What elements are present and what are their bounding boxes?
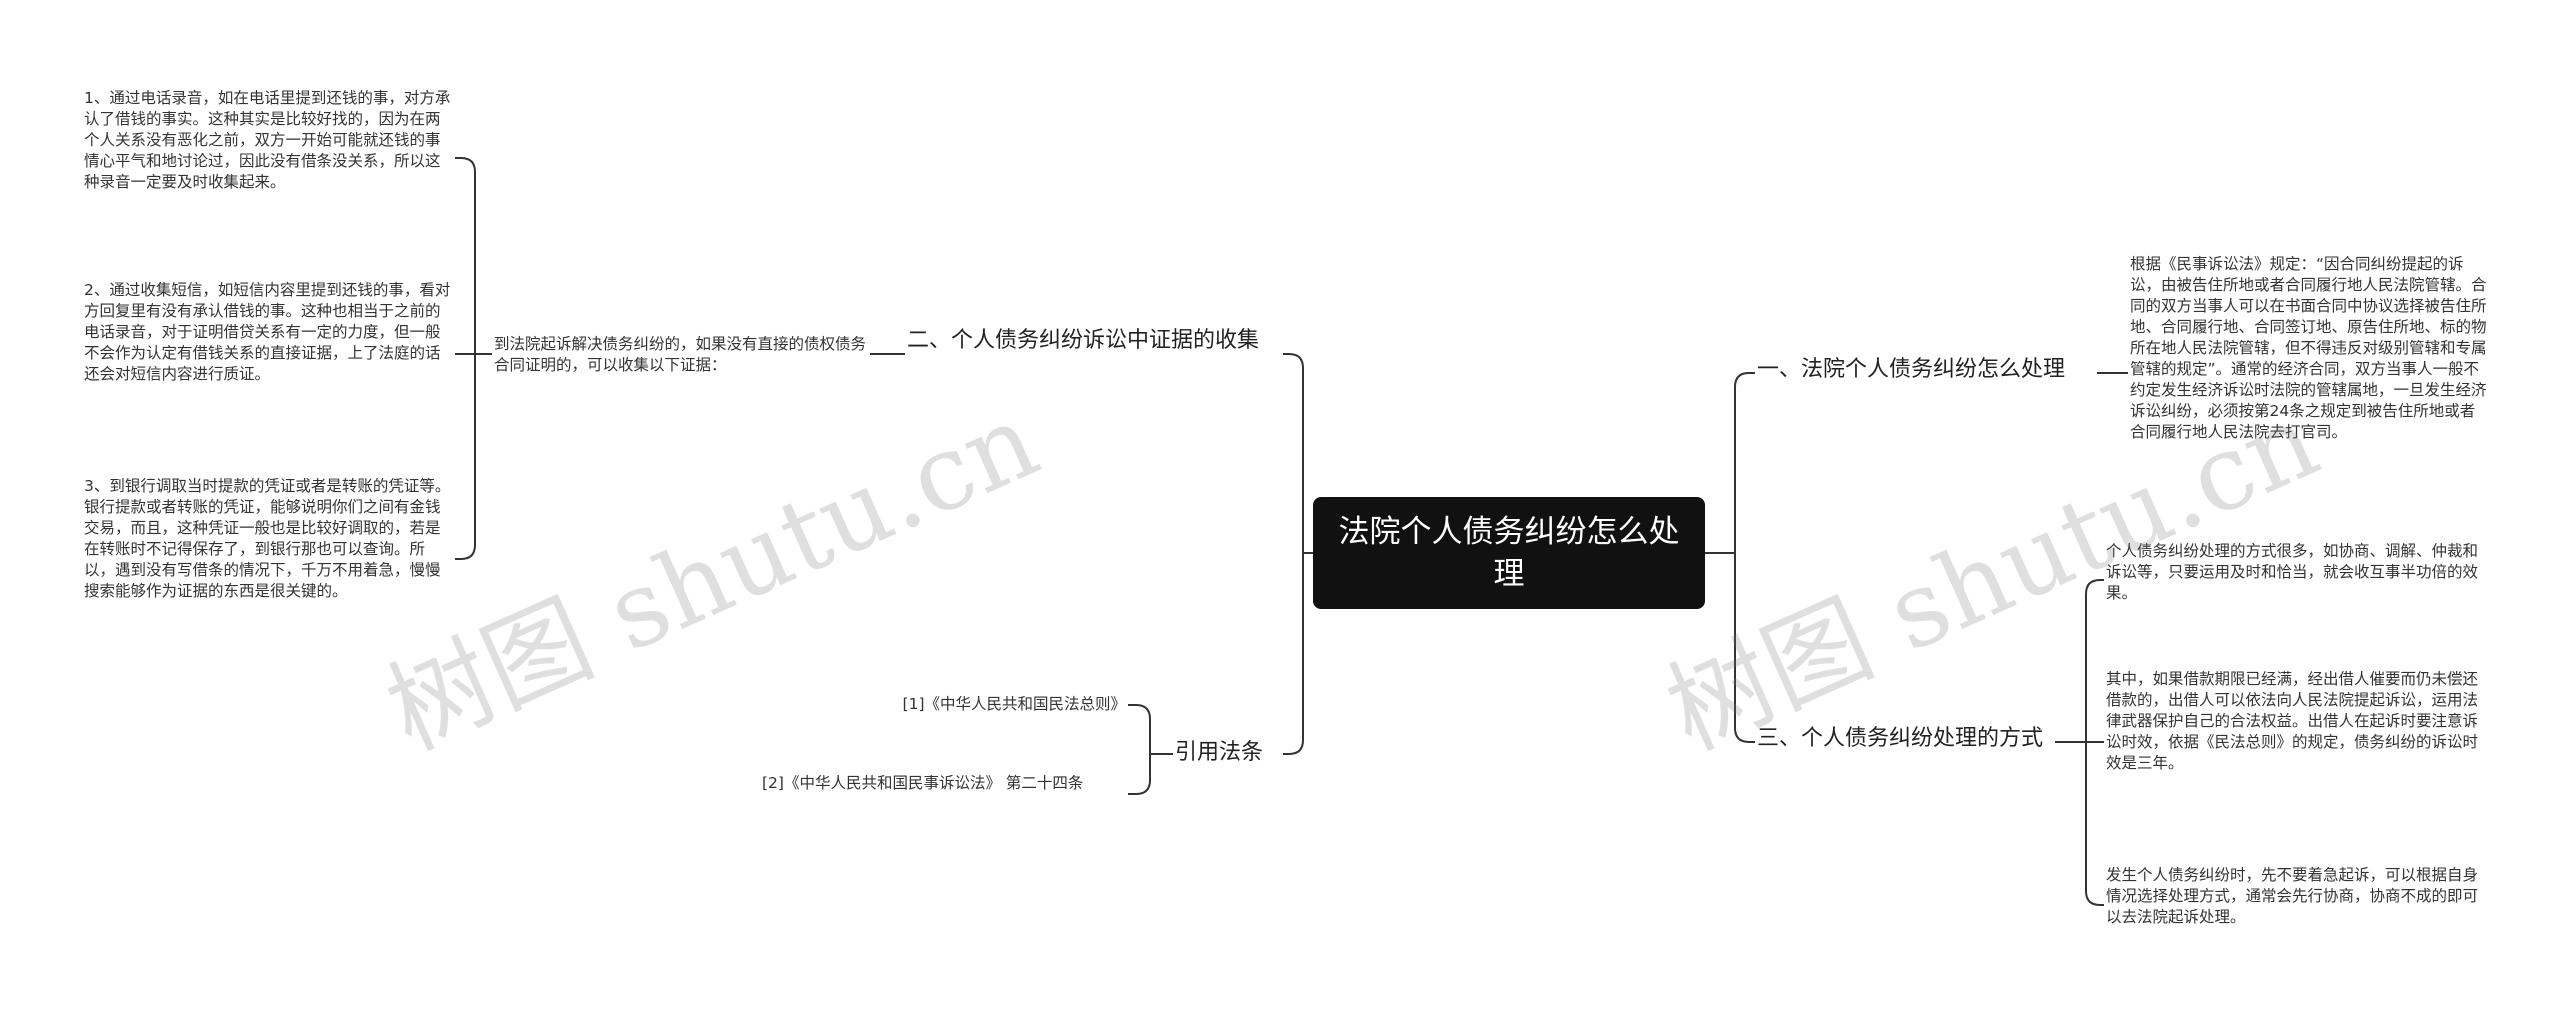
branch-evidence-collection[interactable]: 二、个人债务纠纷诉讼中证据的收集 (907, 326, 1283, 356)
leaf-ways-2-label: 其中，如果借款期限已经满，经出借人催要而仍未偿还借款的，出借人可以依法向人民法院… (2106, 670, 2479, 772)
leaf-evidence-item-3[interactable]: 3、到银行调取当时提款的凭证或者是转账的凭证等。银行提款或者转账的凭证，能够说明… (84, 476, 454, 602)
connector-left-law (1283, 553, 1304, 755)
connector-law-item1 (1128, 704, 1151, 754)
connector-ways-item3 (2085, 742, 2104, 906)
connector-ways-item1 (2085, 579, 2104, 742)
leaf-ways-3-label: 发生个人债务纠纷时，先不要着急起诉，可以根据自身情况选择处理方式，通常会先行协商… (2106, 866, 2479, 926)
connector-law-item2 (1128, 754, 1151, 795)
leaf-law-1[interactable]: [1]《中华人民共和国民法总则》 (760, 694, 1126, 715)
leaf-ways-3[interactable]: 发生个人债务纠纷时，先不要着急起诉，可以根据自身情况选择处理方式，通常会先行协商… (2106, 865, 2486, 928)
leaf-law-2[interactable]: [2]《中华人民共和国民事诉讼法》 第二十四条 (762, 773, 1126, 794)
branch-cited-laws[interactable]: 引用法条 (1175, 738, 1283, 768)
leaf-jurisdiction-label: 根据《民事诉讼法》规定：“因合同纠纷提起的诉讼，由被告住所地或者合同履行地人民法… (2130, 255, 2487, 441)
connector-right-how (1734, 372, 1755, 553)
leaf-law-2-label: [2]《中华人民共和国民事诉讼法》 第二十四条 (762, 774, 1084, 792)
branch-evidence-collection-label: 二、个人债务纠纷诉讼中证据的收集 (907, 328, 1260, 353)
branch-handling-ways[interactable]: 三、个人债务纠纷处理的方式 (1757, 724, 2057, 754)
leaf-evidence-item-1[interactable]: 1、通过电话录音，如在电话里提到还钱的事，对方承认了借钱的事实。这种其实是比较好… (84, 88, 454, 193)
root-topic[interactable]: 法院个人债务纠纷怎么处理 (1313, 497, 1705, 609)
root-topic-label: 法院个人债务纠纷怎么处理 (1338, 514, 1680, 592)
leaf-ways-2[interactable]: 其中，如果借款期限已经满，经出借人催要而仍未偿还借款的，出借人可以依法向人民法院… (2106, 669, 2486, 774)
branch-how-to-handle-label: 一、法院个人债务纠纷怎么处理 (1757, 357, 2066, 382)
leaf-evidence-item-2[interactable]: 2、通过收集短信，如短信内容里提到还钱的事，看对方回复里有没有承认借钱的事。这种… (84, 280, 454, 385)
leaf-evidence-item-2-label: 2、通过收集短信，如短信内容里提到还钱的事，看对方回复里有没有承认借钱的事。这种… (84, 281, 451, 383)
leaf-ways-1-label: 个人债务纠纷处理的方式很多，如协商、调解、仲裁和诉讼等，只要运用及时和恰当，就会… (2106, 542, 2479, 602)
connector-right-ways (1734, 553, 1755, 743)
branch-how-to-handle[interactable]: 一、法院个人债务纠纷怎么处理 (1757, 355, 2097, 385)
leaf-ways-1[interactable]: 个人债务纠纷处理的方式很多，如协商、调解、仲裁和诉讼等，只要运用及时和恰当，就会… (2106, 541, 2486, 604)
connector-left-evidence (1283, 353, 1304, 553)
leaf-evidence-item-1-label: 1、通过电话录音，如在电话里提到还钱的事，对方承认了借钱的事实。这种其实是比较好… (84, 89, 451, 191)
connector-intro-item3 (455, 354, 476, 560)
leaf-evidence-item-3-label: 3、到银行调取当时提款的凭证或者是转账的凭证等。银行提款或者转账的凭证，能够说明… (84, 477, 451, 600)
branch-cited-laws-label: 引用法条 (1175, 740, 1264, 765)
branch-handling-ways-label: 三、个人债务纠纷处理的方式 (1757, 726, 2044, 751)
leaf-evidence-intro[interactable]: 到法院起诉解决债务纠纷的，如果没有直接的债权债务合同证明的，可以收集以下证据： (494, 334, 868, 376)
leaf-jurisdiction-text[interactable]: 根据《民事诉讼法》规定：“因合同纠纷提起的诉讼，由被告住所地或者合同履行地人民法… (2130, 254, 2490, 443)
leaf-evidence-intro-label: 到法院起诉解决债务纠纷的，如果没有直接的债权债务合同证明的，可以收集以下证据： (494, 335, 867, 374)
leaf-law-1-label: [1]《中华人民共和国民法总则》 (902, 695, 1126, 713)
connector-intro-item1 (455, 157, 476, 354)
